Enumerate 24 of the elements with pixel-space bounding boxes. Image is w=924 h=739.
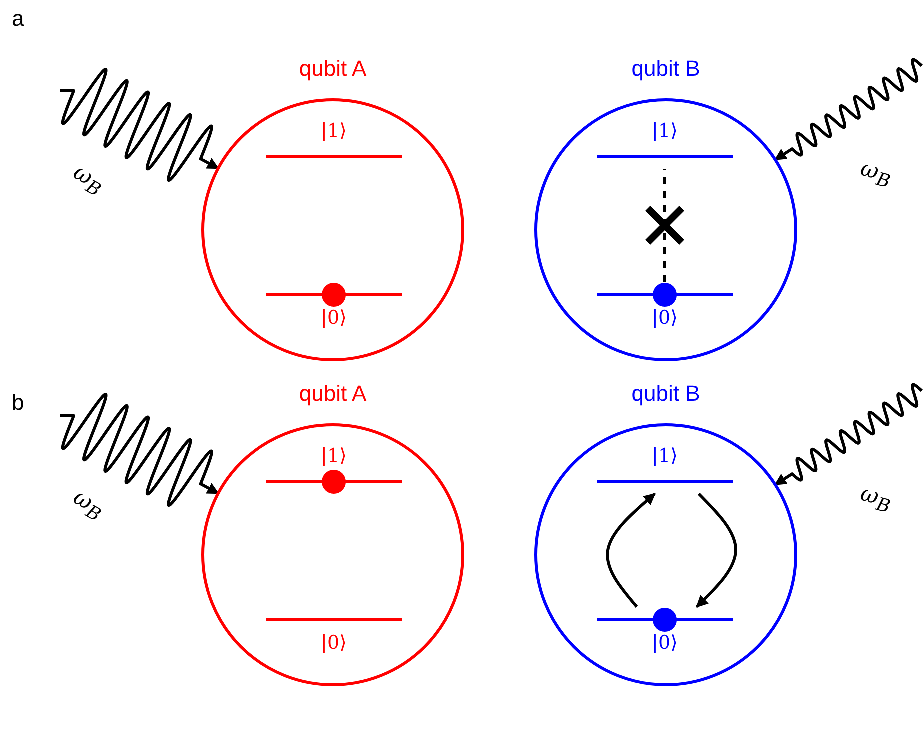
panel-label: b [12,390,24,416]
state-label: |1⟩ [652,444,678,468]
population-dot [653,608,677,632]
photon-wave-arrow [60,68,220,182]
state-label: |1⟩ [321,119,347,143]
photon-wave-arrow [774,58,924,162]
photon-wave-arrow [774,383,924,486]
population-dot [322,282,346,306]
population-dot [653,282,677,306]
transition-arrow [696,492,738,608]
state-label: |0⟩ [321,306,347,330]
state-label: |0⟩ [652,306,678,330]
qubit-label: qubit B [630,380,702,408]
transition-arrow [606,492,656,608]
photon-wave-arrow [60,393,220,508]
state-label: |1⟩ [321,444,347,468]
qubit-label: qubit A [298,55,368,83]
state-label: |0⟩ [652,631,678,655]
panel-label: a [12,6,24,32]
state-label: |1⟩ [652,119,678,143]
qubit-label: qubit A [298,380,368,408]
qubit-label: qubit B [630,55,702,83]
state-label: |0⟩ [321,631,347,655]
population-dot [322,470,346,494]
